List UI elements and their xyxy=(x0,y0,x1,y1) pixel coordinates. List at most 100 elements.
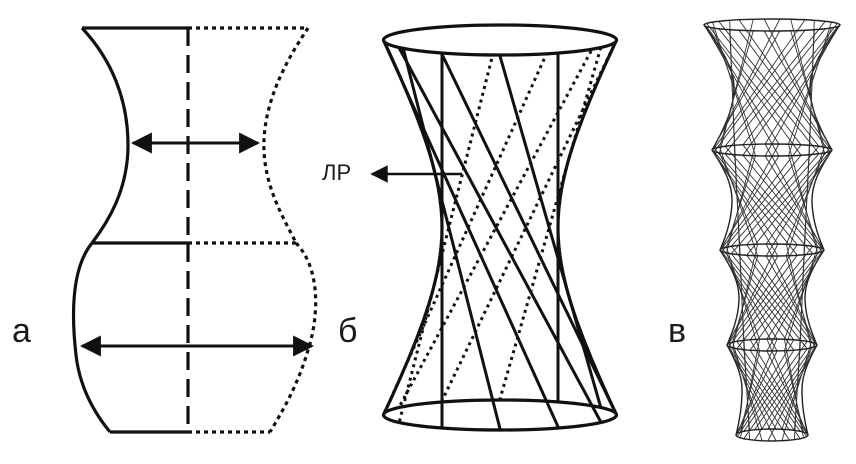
hyperboloid-back-rod xyxy=(498,47,603,401)
label-v: в xyxy=(668,312,687,350)
tower-ring xyxy=(711,143,833,157)
tower-lattice-rod xyxy=(785,255,812,343)
tower-lattice-rod xyxy=(742,23,838,146)
tower-lattice-rod xyxy=(743,348,808,439)
tower-lattice-rod xyxy=(743,349,751,431)
tower-lattice-rod xyxy=(713,19,806,149)
tower-lattice-rod xyxy=(734,154,741,246)
tower-lattice-rod xyxy=(799,245,805,350)
tower-lattice-rod xyxy=(726,155,756,248)
tower-lattice-rod xyxy=(730,146,820,247)
tower-lattice-rod xyxy=(712,150,779,245)
hyperboloid-left-silhouette xyxy=(381,39,444,416)
tower-lattice-rod xyxy=(728,254,798,347)
tower-lattice-rod xyxy=(781,341,812,441)
vase-left-outline-upper xyxy=(80,26,130,244)
tower-lattice-rod xyxy=(785,146,825,256)
tower-ring xyxy=(719,243,825,257)
vase-right-outline-upper xyxy=(262,27,310,244)
tower-lattice-rod xyxy=(746,244,816,344)
tower-lattice-rod xyxy=(713,148,798,246)
tower-lattice-rod xyxy=(706,26,802,156)
tower-lattice-rod xyxy=(721,251,795,351)
tower-lattice-rod xyxy=(713,29,806,152)
tower-section-left-edge xyxy=(726,344,743,436)
tower-lattice-rod xyxy=(746,148,831,246)
tower-lattice-rod xyxy=(788,27,832,145)
tower-lattice-rod xyxy=(767,344,818,442)
tower-lattice-rod xyxy=(783,339,804,438)
hyperboloid-front-rod xyxy=(397,32,502,431)
tower-lattice-rod xyxy=(726,144,756,254)
hyperboloid-top-rim xyxy=(381,23,619,57)
tower-lattice-rod xyxy=(718,21,820,147)
tower-lattice-rod xyxy=(706,23,802,146)
hyperboloid-front-rod xyxy=(397,46,603,424)
tower-lattice-rod xyxy=(732,244,759,349)
tower-lattice-rod xyxy=(719,152,759,245)
tower-base-ring xyxy=(735,428,809,442)
tower-lattice-rod xyxy=(732,341,763,441)
tower-lattice-rod xyxy=(713,151,798,256)
tower-lattice-rod xyxy=(732,347,763,430)
label-b: б xyxy=(338,312,358,350)
vase-left-outline-lower xyxy=(71,241,112,434)
tower-lattice-rod xyxy=(788,155,818,248)
tower-lattice-rod xyxy=(712,149,779,257)
tower-lattice-rod xyxy=(728,343,790,431)
tower-lattice-rod xyxy=(726,345,777,430)
tower-lattice-rod xyxy=(749,339,807,434)
tower-lattice-rod xyxy=(803,145,810,255)
tower-lattice-rod xyxy=(742,144,823,249)
tower-lattice-rod xyxy=(737,349,795,437)
hyperboloid-back-rod xyxy=(440,39,618,403)
tower-section-right-edge xyxy=(811,149,833,251)
tower-lattice-rod xyxy=(719,250,778,340)
figure-v-tower xyxy=(703,18,841,442)
tower-lattice-rod xyxy=(781,347,812,430)
tower-lattice-rod xyxy=(739,254,745,341)
tower-lattice-rod xyxy=(764,24,840,157)
tower-lattice-rod xyxy=(728,346,790,441)
tower-lattice-rod xyxy=(719,146,759,256)
hyperboloid-bottom-rim xyxy=(381,398,619,432)
tower-section-right-edge xyxy=(801,344,818,436)
hyperboloid-front-rod xyxy=(440,52,618,416)
tower-lattice-rod xyxy=(726,252,761,340)
tower-lattice-rod xyxy=(765,149,832,257)
tower-lattice-rod xyxy=(783,252,818,340)
tower-lattice-rod xyxy=(728,244,798,344)
tower-lattice-rod xyxy=(719,155,780,250)
tower-lattice-rod xyxy=(736,348,801,439)
tower-lattice-rod xyxy=(785,152,825,245)
tower-lattice-rod xyxy=(721,154,802,252)
tower-lattice-rod xyxy=(763,18,833,151)
hyperboloid-back-rod xyxy=(397,31,603,409)
figure-b-hyperboloid xyxy=(381,23,619,432)
tower-lattice-rod xyxy=(735,350,778,435)
tower-lattice-rod xyxy=(765,243,818,346)
tower-lattice-rod xyxy=(726,246,761,351)
tower-lattice-rod xyxy=(766,249,825,352)
tower-lattice-rod xyxy=(738,19,831,149)
tower-lattice-rod xyxy=(736,341,801,432)
vase-right-outline-lower xyxy=(268,241,318,433)
tower-lattice-rod xyxy=(721,144,802,249)
tower-lattice-rod xyxy=(730,246,808,342)
label-lr: ЛР xyxy=(322,160,352,185)
label-a: а xyxy=(12,312,31,350)
figure-a-vase xyxy=(71,26,318,434)
hyperboloid-front-rod xyxy=(498,54,603,408)
tower-lattice-rod xyxy=(754,343,816,431)
tower-lattice-rod xyxy=(742,26,838,156)
tower-lattice-rod xyxy=(793,340,801,440)
hyperboloid-front-rod xyxy=(382,39,560,429)
tower-lattice-rod xyxy=(783,246,818,351)
tower-lattice-rod xyxy=(736,246,814,342)
tower-lattice-rod xyxy=(724,146,814,247)
hyperboloid-back-rod xyxy=(382,26,560,416)
tower-lattice-rod xyxy=(719,30,754,148)
tower-section-left-edge xyxy=(711,149,733,251)
